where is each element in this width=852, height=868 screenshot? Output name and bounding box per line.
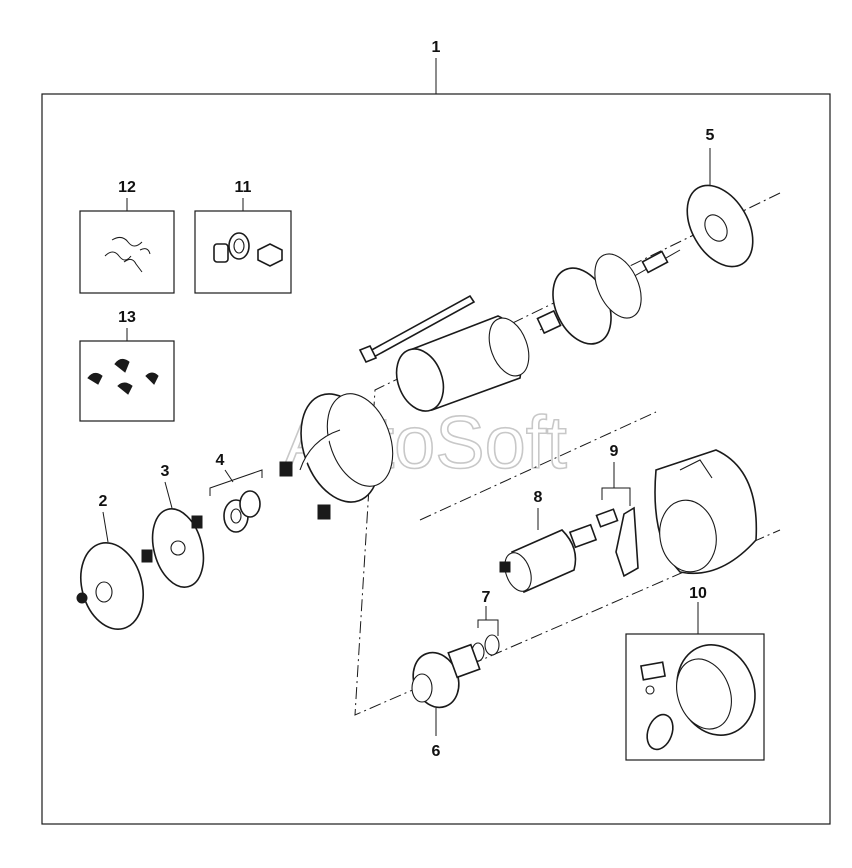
part-3-brush-plate [141,481,205,588]
spring-clip-b [111,236,143,247]
through-bolt-head [358,344,378,364]
leader-2 [102,511,109,543]
clutch-hub [411,673,433,703]
part-5-drive-end-plate [686,148,754,268]
solenoid-terminal-end [504,552,532,592]
leader-4 [224,469,234,483]
leader-9-bracket [601,487,631,506]
callout-6: 6 [432,743,441,760]
brush-spring-d [145,372,159,385]
bushing-large-bore [233,238,245,254]
end-cap-screw [76,592,88,604]
callout-9: 9 [610,443,619,460]
part-12-kit [79,198,175,294]
armature [536,249,681,345]
brush-spring-c [117,382,133,395]
part-11-kit [194,198,292,294]
leader-4-bracket [209,469,263,496]
drive-lever [615,506,639,578]
stop-collar [484,634,500,656]
solenoid-cap-inner [676,658,732,730]
yoke-housing [395,315,530,412]
brush-spring-a [87,372,103,385]
bushing-sleeve [257,243,283,267]
part-2-end-cap [76,511,144,631]
solenoid-terminal [499,561,511,573]
bushing-small [213,243,229,263]
callout-11: 11 [235,179,252,196]
callout-1: 1 [432,39,441,56]
brush-plate-brush-b [141,549,153,563]
yoke-open-end [395,348,445,412]
contact-block [640,661,666,681]
drive-end-plate-hub [704,214,728,242]
part-9-drive-lever [595,462,639,578]
gasket-ring [646,713,674,751]
part-13-kit [79,328,175,422]
armature-pinion-end [641,250,669,274]
solenoid-plunger [568,523,598,549]
spring-clip-a [104,251,132,261]
part-4-washer-set [209,469,263,533]
part-8-solenoid [499,508,598,594]
through-bolt [358,294,476,364]
leader-3 [164,481,173,509]
callout-12: 12 [118,179,136,196]
callout-4: 4 [216,452,225,469]
field-coil-winding [326,393,394,487]
callout-8: 8 [534,489,543,506]
part-12-box [79,210,175,294]
spring-clip-c [123,258,143,273]
brush-plate-hub [170,540,186,556]
commutator [536,309,562,335]
callout-10: 10 [689,585,707,602]
callout-3: 3 [161,463,170,480]
brush-a [279,461,293,477]
leader-7-bracket [477,619,499,636]
drive-housing-bore [659,499,717,573]
callout-2: 2 [99,493,108,510]
pinion-gear [447,643,481,679]
brush-b [317,504,331,520]
end-cap-boss [95,581,113,603]
part-7-snap-rings [471,606,500,662]
part-10-kit [625,602,765,761]
armature-winding-end [594,253,642,319]
bearing-bushing-bore [230,508,242,524]
yoke-far-end [488,317,530,377]
field-coil-brush-holder [279,393,394,520]
lever-pivot-pin [595,508,619,528]
field-coil-strap [299,429,341,471]
thrust-washer [239,490,261,518]
callout-5: 5 [706,127,715,144]
spring-clip-d [139,248,151,255]
small-nut [645,685,655,695]
part-10-box [625,633,765,761]
brush-plate-brush-a [191,515,203,529]
drive-end-housing [654,449,758,575]
callout-7: 7 [482,589,491,606]
part-6-pinion-clutch [411,643,481,736]
callout-13: 13 [118,309,136,326]
end-cap-shell [80,541,144,631]
brush-spring-b [114,358,130,373]
drive-housing-lever-slot [679,459,713,479]
